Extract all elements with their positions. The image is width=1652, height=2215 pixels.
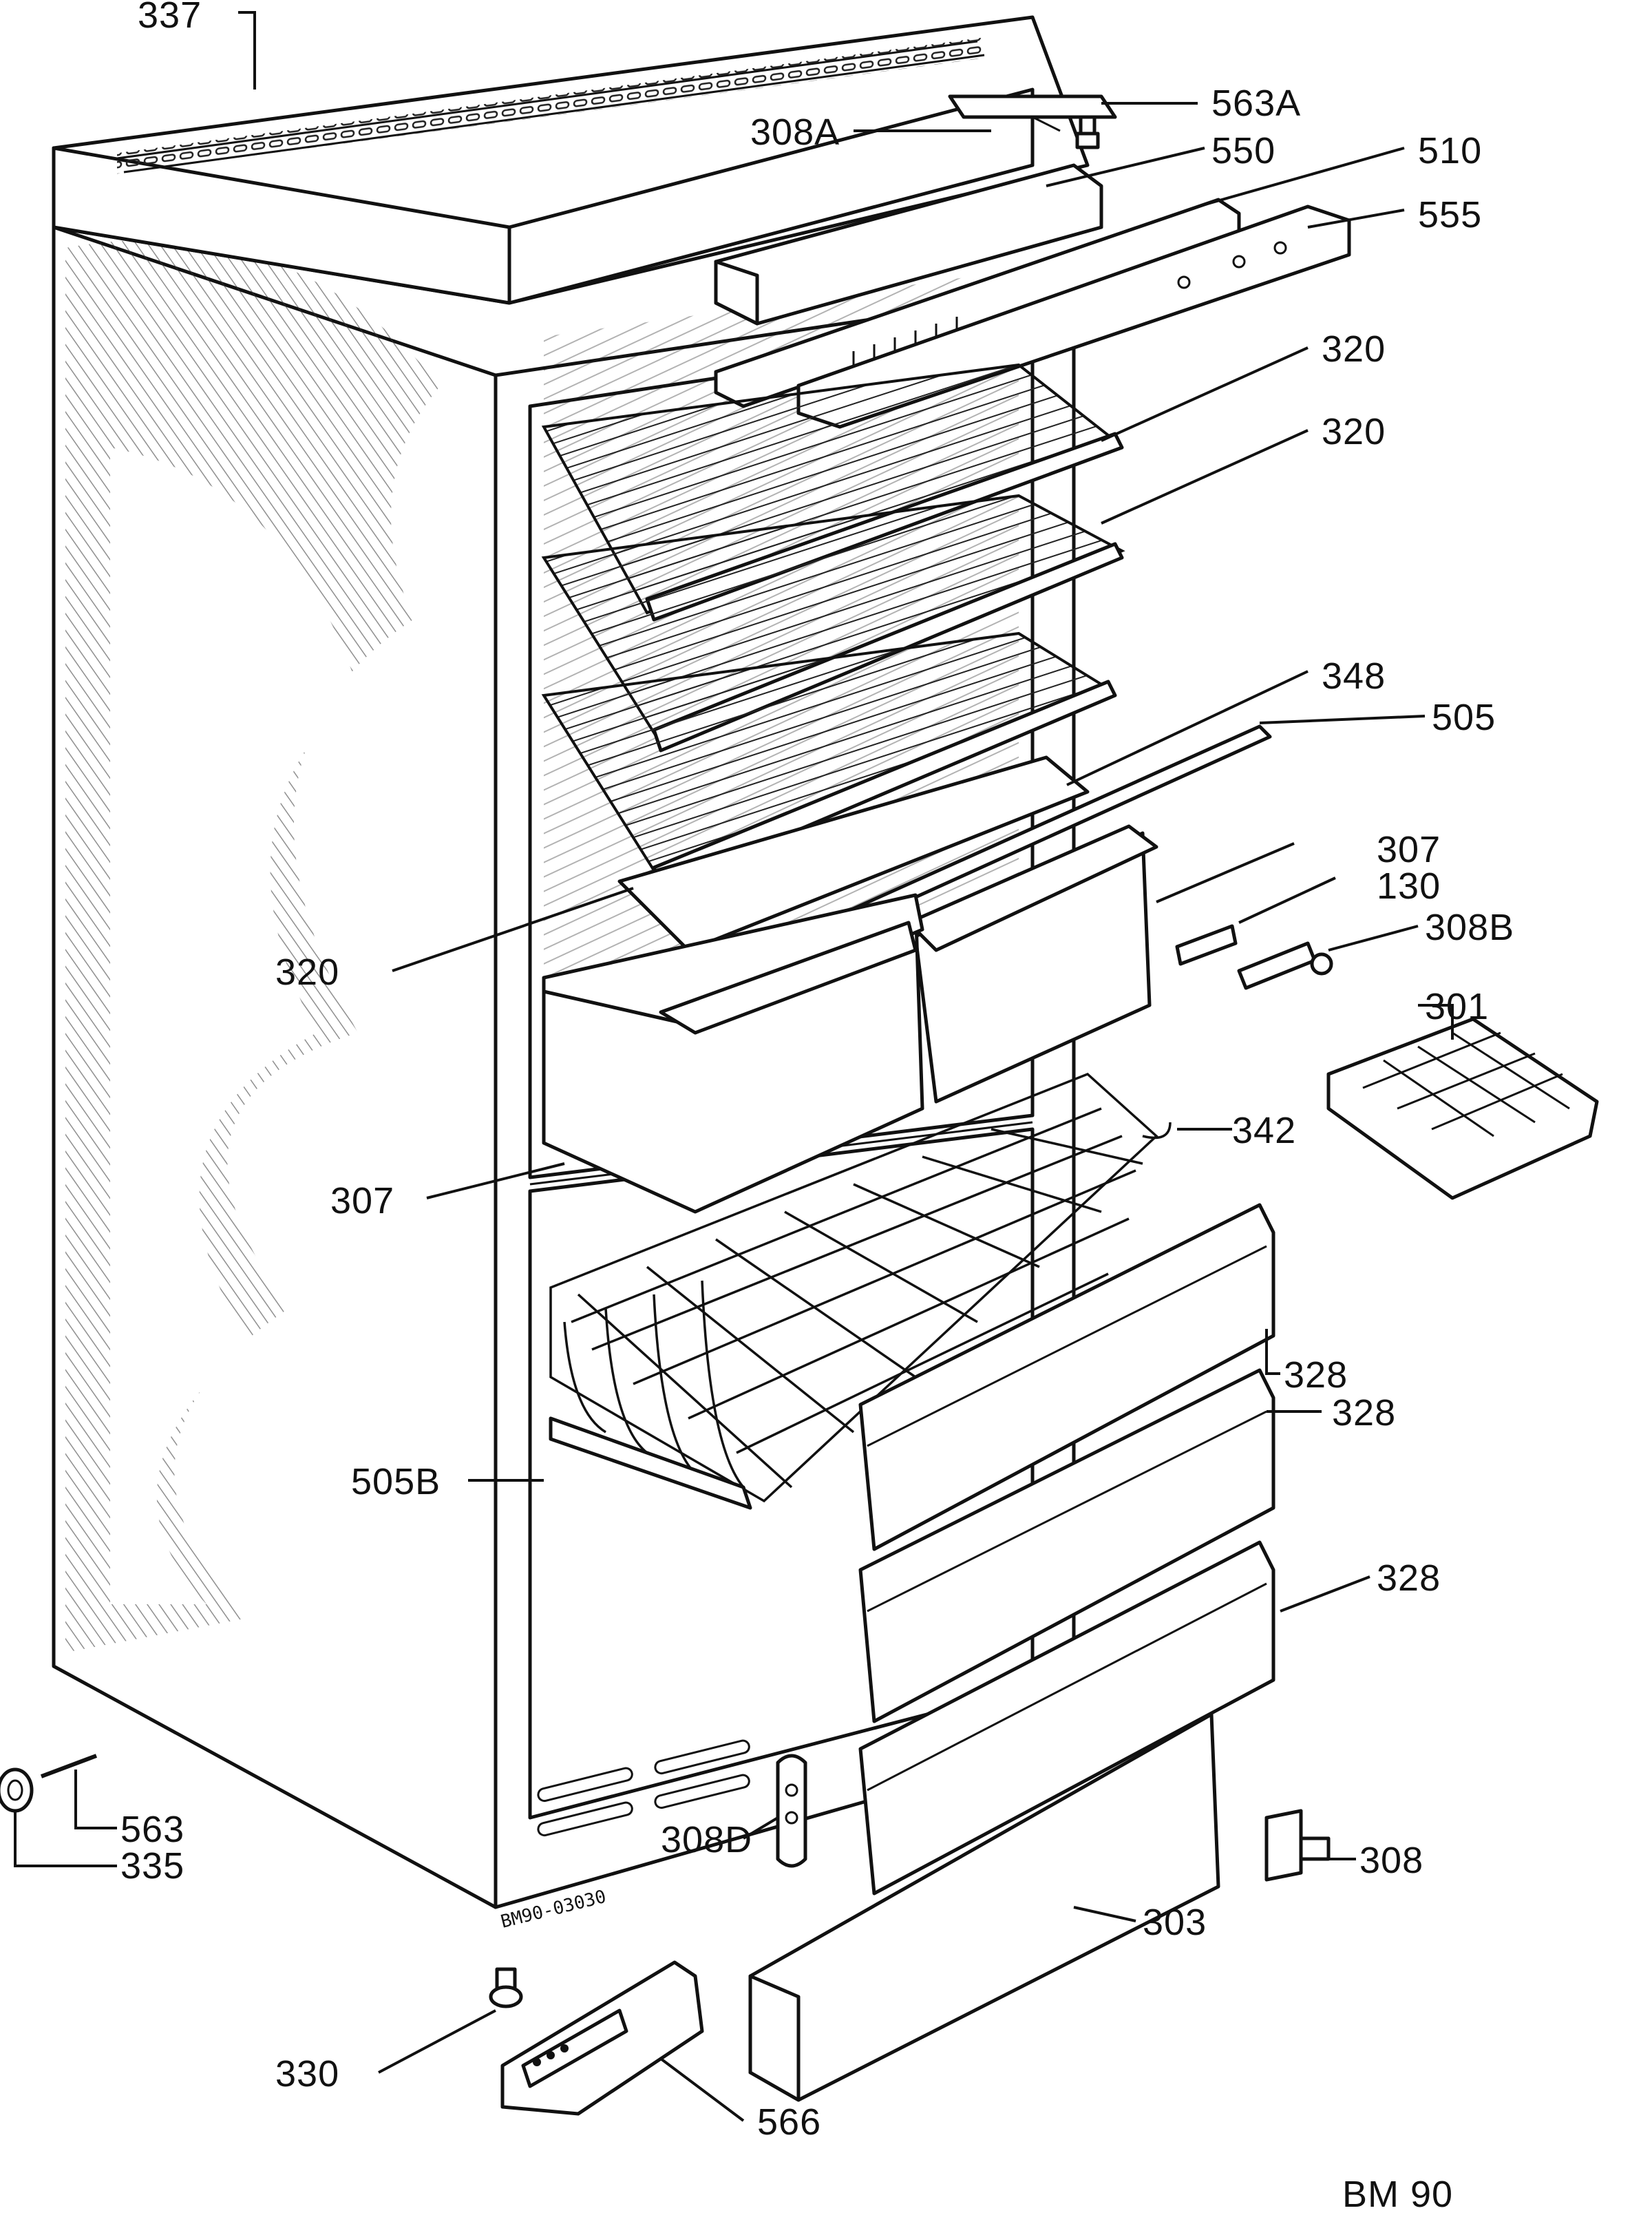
bracket-130 (1175, 924, 1238, 966)
label-335: 335 (120, 1845, 184, 1887)
freezer-flap-328-bottom (858, 1540, 1275, 1896)
label-307-left: 307 (330, 1180, 394, 1221)
leader-lines (14, 11, 1454, 2122)
crisper-drawer-307-left (542, 893, 924, 1214)
label-307-right: 307 (1377, 829, 1441, 870)
top-cover-337 (52, 15, 1090, 305)
label-130: 130 (1377, 865, 1441, 907)
label-505: 505 (1432, 697, 1496, 738)
crisper-drawer-307-right (907, 824, 1158, 1104)
label-328-middle: 328 (1332, 1392, 1396, 1434)
label-342: 342 (1232, 1110, 1296, 1151)
label-308D: 308D (661, 1819, 752, 1860)
label-303: 303 (1143, 1902, 1207, 1943)
label-320-top: 320 (1322, 328, 1386, 370)
label-510: 510 (1418, 130, 1482, 171)
foot-335 (0, 1767, 34, 1813)
hinge-308D (776, 1754, 807, 1868)
control-housing-550 (714, 163, 1103, 326)
label-555: 555 (1418, 194, 1482, 235)
kickplate-303 (748, 1712, 1220, 2102)
label-320-middle: 320 (1322, 411, 1386, 452)
crisper-cover-348 (617, 755, 1090, 952)
label-348: 348 (1322, 655, 1386, 697)
label-563A: 563A (1211, 83, 1301, 124)
label-308B: 308B (1425, 907, 1514, 948)
label-505B: 505B (351, 1461, 441, 1502)
label-301: 301 (1425, 986, 1489, 1027)
label-550: 550 (1211, 130, 1275, 171)
label-308: 308 (1359, 1840, 1423, 1881)
part-labels: 337 308A 563A 550 510 555 320 320 348 50… (120, 0, 1514, 2215)
label-337: 337 (138, 0, 202, 36)
bottom-vents (537, 1739, 750, 1837)
top-hinge-308A (948, 94, 1117, 132)
handle-566 (500, 1960, 704, 2116)
hinge-308B (1237, 941, 1333, 990)
hinge-308 (1264, 1809, 1331, 1882)
foot-330 (489, 1967, 523, 2008)
label-308A: 308A (750, 112, 840, 153)
label-328-top: 328 (1284, 1354, 1348, 1396)
label-563: 563 (120, 1809, 184, 1850)
label-320-lower: 320 (275, 952, 339, 993)
freezer-flap-328-top (858, 1203, 1275, 1551)
label-330: 330 (275, 2053, 339, 2095)
basket-rail-505B (549, 1416, 752, 1510)
freezer-flap-328-middle (858, 1368, 1275, 1723)
freezer-basket-342 (549, 1072, 1172, 1503)
diagram-code: BM 90 (1342, 2174, 1453, 2215)
label-328-bottom: 328 (1377, 1557, 1441, 1599)
pin-563 (40, 1754, 98, 1778)
label-566: 566 (757, 2101, 821, 2143)
ice-tray-301 (1326, 1017, 1599, 1200)
screw-563A (1075, 115, 1100, 149)
